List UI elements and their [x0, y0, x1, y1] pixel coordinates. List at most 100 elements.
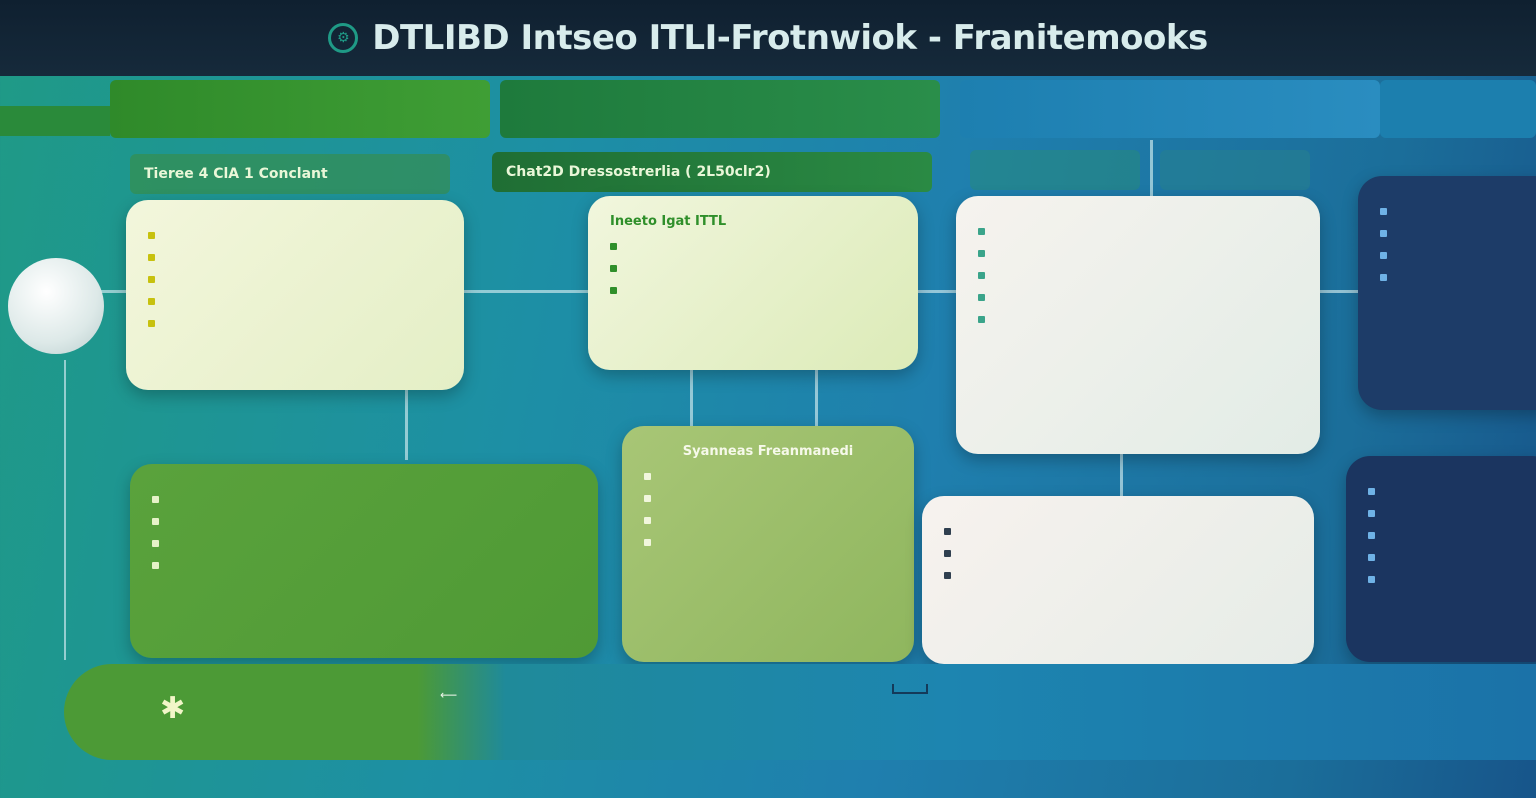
bullet-icon: [610, 265, 617, 272]
list-item: [152, 492, 576, 503]
left-strip: [0, 106, 110, 136]
footer-segment-1: ✱: [160, 680, 219, 737]
list-item: [1368, 572, 1534, 583]
connector: [690, 370, 693, 426]
list-item: [944, 524, 1292, 535]
bullet-icon: [978, 250, 985, 257]
lightbulb-icon: [8, 258, 104, 354]
card-navy-2: [1346, 456, 1536, 662]
bullet-icon: [148, 320, 155, 327]
bullet-icon: [644, 495, 651, 502]
banner-1: [110, 80, 490, 138]
list-item: [1380, 226, 1536, 237]
connector: [405, 390, 408, 460]
list-item: [1368, 506, 1534, 517]
connector: [815, 370, 818, 426]
bullet-icon: [944, 572, 951, 579]
list-item: [1380, 248, 1536, 259]
connector: [918, 290, 956, 293]
bullet-icon: [148, 276, 155, 283]
footer-box: [892, 684, 928, 694]
connector: [464, 290, 588, 293]
bullet-icon: [1368, 532, 1375, 539]
card-olive-2: Syanneas Freanmanedi: [622, 426, 914, 662]
list-item: [152, 536, 576, 547]
list-item: [978, 290, 1298, 301]
bullet-icon: [148, 232, 155, 239]
list-item: [1380, 270, 1536, 281]
card-olive-1: [130, 464, 598, 658]
gear-icon: ⚙: [328, 23, 359, 53]
list-item: [610, 283, 896, 294]
title-bar: ⚙ DTLIBD Intseo ITLI-Frotnwiok - Franite…: [0, 0, 1536, 76]
section-tab-3: [970, 150, 1140, 190]
list-item: [944, 546, 1292, 557]
bullet-icon: [644, 517, 651, 524]
list-item: [1368, 550, 1534, 561]
bullet-icon: [1368, 576, 1375, 583]
list-item: [148, 272, 442, 283]
list-item: [1368, 484, 1534, 495]
bullet-icon: [152, 518, 159, 525]
bullet-icon: [610, 243, 617, 250]
bullet-icon: [1368, 488, 1375, 495]
arrow-left-icon: ⟵: [440, 688, 458, 702]
card-green-2: Ineeto Igat ITTL: [588, 196, 918, 370]
bullet-icon: [152, 496, 159, 503]
banner-3: [960, 80, 1380, 138]
footer-bar: [64, 664, 1536, 760]
list-item: [152, 514, 576, 525]
section-tab-4: [1160, 150, 1310, 190]
bullet-icon: [944, 528, 951, 535]
card-navy-1: [1358, 176, 1536, 410]
connector: [1120, 454, 1123, 496]
bullet-icon: [610, 287, 617, 294]
star-icon: ✱: [160, 691, 186, 726]
banner-2: [500, 80, 940, 138]
list-item: [944, 568, 1292, 579]
bullet-icon: [1380, 208, 1387, 215]
list-item: [610, 261, 896, 272]
list-item: [152, 558, 576, 569]
section-tab-2: Chat2D Dressostrerlia ( 2L50clr2): [492, 152, 932, 192]
list-item: [978, 312, 1298, 323]
footer-segment-3: [892, 680, 928, 694]
bullet-icon: [1380, 252, 1387, 259]
bullet-icon: [148, 298, 155, 305]
bullet-icon: [644, 473, 651, 480]
connector: [100, 290, 130, 293]
list-item: [610, 239, 896, 250]
footer-segment-2: ⟵: [440, 684, 457, 707]
page-title: DTLIBD Intseo ITLI-Frotnwiok - Franitemo…: [372, 18, 1208, 58]
card-green-2-title: Ineeto Igat ITTL: [610, 214, 727, 229]
list-item: [148, 316, 442, 327]
connector: [1150, 140, 1153, 196]
list-item: [644, 491, 892, 502]
bullet-icon: [152, 562, 159, 569]
bullet-icon: [1380, 230, 1387, 237]
card-white-1: [956, 196, 1320, 454]
bullet-icon: [1368, 554, 1375, 561]
list-item: [1368, 528, 1534, 539]
bullet-icon: [978, 294, 985, 301]
list-item: [644, 535, 892, 546]
list-item: [978, 246, 1298, 257]
bullet-icon: [1380, 274, 1387, 281]
list-item: [644, 513, 892, 524]
list-item: [978, 224, 1298, 235]
bullet-icon: [148, 254, 155, 261]
bullet-icon: [152, 540, 159, 547]
bullet-icon: [944, 550, 951, 557]
list-item: [1380, 204, 1536, 215]
bullet-icon: [978, 272, 985, 279]
connector: [1320, 290, 1358, 293]
bullet-icon: [1368, 510, 1375, 517]
connector: [64, 360, 66, 660]
banner-4: [1380, 80, 1536, 138]
card-white-2: [922, 496, 1314, 664]
list-item: [148, 294, 442, 305]
bullet-icon: [644, 539, 651, 546]
bullet-icon: [978, 316, 985, 323]
list-item: [148, 228, 442, 239]
bullet-icon: [978, 228, 985, 235]
